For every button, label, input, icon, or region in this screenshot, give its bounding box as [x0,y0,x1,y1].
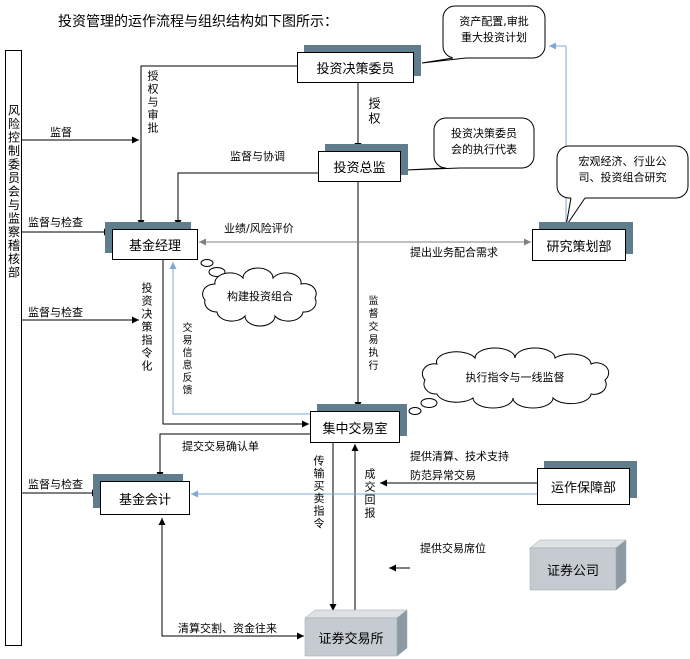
label-trade-feedback: 交易信息反馈 [180,322,191,397]
edge-research-to-committee [549,42,567,229]
label-settlement-funds: 清算交割、资金往来 [178,622,277,635]
exchange-3d-box [304,609,408,657]
label-authorize: 授权 [367,97,381,127]
node-operations: 运作保障部 [537,468,630,505]
node-risk-committee-label: 风险控制委员会与监察稽核部 [6,104,21,280]
label-business-requests: 提出业务配合需求 [410,246,498,259]
label-prevent-abnormal: 防范异常交易 [410,469,476,482]
callout-committee-role-line-1: 资产配置,审批 [459,15,529,28]
label-submit-confirmation: 提交交易确认单 [182,440,259,453]
node-fund-manager-label: 基金经理 [128,239,181,254]
node-exchange-label: 证券交易所 [318,631,384,647]
cloud-portfolio-shape [200,259,317,327]
label-supervise-execution: 监督交易执行 [366,295,377,373]
callout-cio-role-line-2: 会的执行代表 [451,143,517,156]
edge-manager-to-trading [162,260,309,428]
label-supervise-check-instructions: 监督与检查 [28,306,83,319]
label-execution-report: 成交回报 [363,468,376,520]
broker-3d-box [529,539,627,591]
callout-committee-role: 资产配置,审批 重大投资计划 [443,14,545,46]
node-investment-committee-label: 投资决策委员 [316,62,395,77]
callout-committee-role-shape [421,5,546,64]
label-clearing-tech-support: 提供清算、技术支持 [410,450,509,463]
node-cio: 投资总监 [318,151,401,182]
cloud-portfolio: 构建投资组合 [227,290,293,303]
label-supervise-check-accounting: 监督与检查 [28,478,83,491]
label-supervise-check-manager: 监督与检查 [28,216,83,229]
node-fund-manager: 基金经理 [112,229,198,260]
callout-research-role-shape [556,145,689,227]
node-investment-committee: 投资决策委员 [297,52,414,83]
callout-research-role: 宏观经济、行业公 司、投资组合研究 [557,154,688,186]
node-research-label: 研究策划部 [546,239,612,255]
callout-cio-role: 投资决策委员 会的执行代表 [434,126,534,158]
node-broker-label: 证券公司 [546,563,599,579]
callout-committee-role-line-2: 重大投资计划 [461,31,527,44]
callout-research-role-line-2: 司、投资组合研究 [578,171,667,184]
edge-cio-to-manager [174,172,318,227]
edge-exchange-accounting [158,518,304,640]
label-authorize-approve: 授权与审批 [146,70,159,135]
edge-trading-feedback [169,262,310,415]
page-title: 投资管理的运作流程与组织结构如下图所示： [58,14,338,30]
node-fund-accounting-label: 基金会计 [118,492,171,508]
label-provide-seats: 提供交易席位 [420,542,486,555]
node-cio-label: 投资总监 [333,161,386,176]
label-decision-instructions: 投资决策指令化 [140,282,153,373]
node-fund-accounting: 基金会计 [100,481,190,515]
callout-research-role-line-1: 宏观经济、行业公 [578,155,667,168]
callout-cio-role-line-1: 投资决策委员 [451,127,517,140]
node-risk-committee: 风险控制委员会与监察稽核部 [5,50,22,646]
node-trading-room: 集中交易室 [310,411,400,443]
label-supervise-coordinate: 监督与协调 [230,150,285,163]
node-trading-room-label: 集中交易室 [322,421,388,437]
cloud-execution: 执行指令与一线监督 [465,371,565,384]
edge-trading-to-accounting [156,433,310,479]
cloud-execution-shape [408,347,610,415]
label-supervise: 监督 [50,126,72,139]
connectors [22,42,567,640]
label-performance-risk-eval: 业绩/风险评价 [224,222,294,235]
label-transmit-orders: 传输买卖指令 [312,455,325,530]
node-research: 研究策划部 [532,229,626,261]
node-exchange: 证券交易所 [305,618,397,656]
edge-committee-to-manager [137,65,297,227]
node-operations-label: 运作保障部 [550,481,616,496]
node-broker: 证券公司 [530,548,616,590]
callout-cio-role-shape [405,117,535,171]
